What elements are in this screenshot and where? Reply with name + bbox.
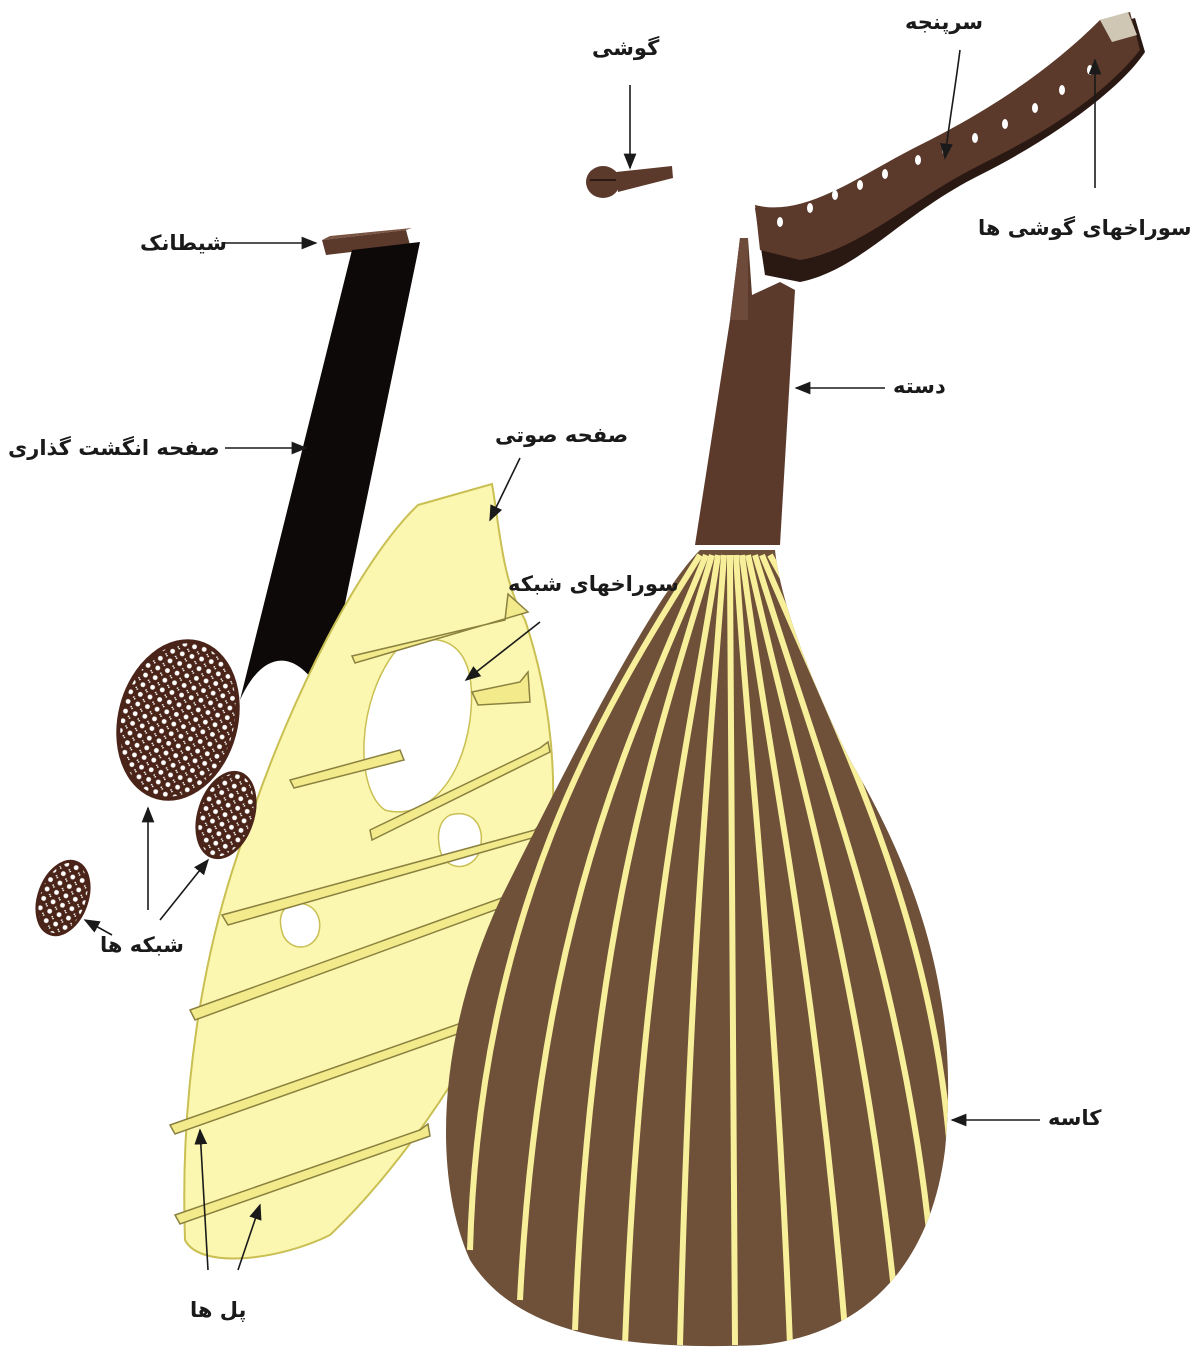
label-rosettes: شبکه ها <box>100 935 184 956</box>
label-bars: پل ها <box>190 1300 246 1321</box>
rosette-small <box>27 854 98 942</box>
label-bowl: کاسه <box>1048 1108 1101 1129</box>
label-peg: گوشی <box>592 38 659 59</box>
label-soundboard: صفحه صوتی <box>495 425 628 446</box>
label-peg-holes: سوراخهای گوشی ها <box>978 218 1192 239</box>
peg-part <box>586 166 673 198</box>
label-rosette-holes: سوراخهای شبکه <box>508 574 679 595</box>
label-nut: شیطانک <box>140 233 227 254</box>
label-pegbox: سرپنجه <box>905 12 983 33</box>
label-neck: دسته <box>893 376 946 397</box>
pegbox-part <box>755 12 1145 282</box>
neck-part <box>695 238 795 545</box>
label-fingerboard: صفحه انگشت گذاری <box>8 438 220 459</box>
